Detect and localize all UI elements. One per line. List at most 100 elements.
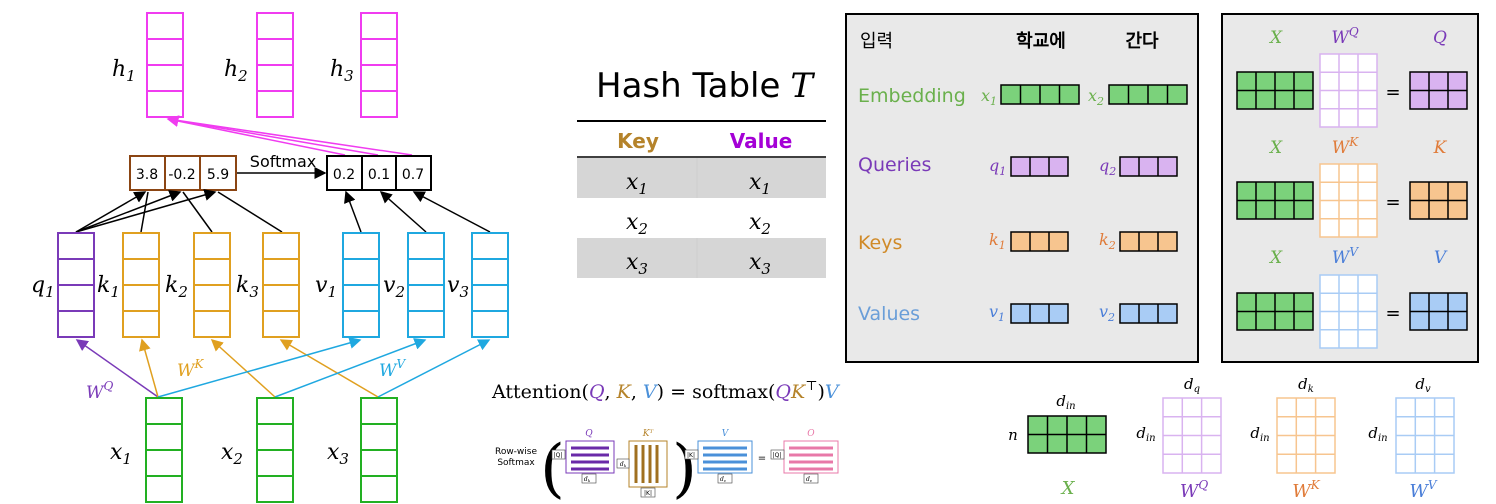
dim-wq-matrix [1162, 397, 1222, 474]
emb-x1-vector [1000, 84, 1080, 105]
left-paren: ( [540, 432, 565, 504]
prob-2: 0.1 [368, 167, 390, 183]
dim-wk-label: WK [1292, 478, 1321, 502]
input-label: 입력 [860, 31, 893, 52]
row3-w-label: WV [1332, 245, 1359, 268]
wq-label: WQ [86, 379, 113, 403]
q2-small-vector [1119, 156, 1178, 177]
row3-out-matrix [1409, 292, 1468, 331]
k2-label: k2 [165, 273, 188, 301]
row2-x-label: X [1268, 138, 1283, 158]
x3-label: x3 [327, 440, 349, 468]
right-paren: ) [672, 432, 697, 504]
example-panel: 입력 학교에 간다 Embedding Queries Keys Values … [845, 13, 1199, 363]
row2-out-matrix [1409, 181, 1468, 220]
k2-vector [193, 232, 231, 338]
k3-vector [262, 232, 300, 338]
prob-3: 0.7 [402, 167, 424, 183]
v2-label: v2 [383, 273, 405, 301]
svg-text:|Q|: |Q| [554, 452, 563, 459]
svg-text:V: V [722, 429, 730, 439]
row3-x-label: X [1268, 248, 1283, 268]
row1-w-label: WQ [1331, 25, 1358, 48]
k1-small-label: k1 [989, 230, 1006, 252]
hash-key-3: x3 [626, 250, 648, 278]
row1-w-matrix [1319, 53, 1378, 128]
left-attention-network: h1 h2 h3 3.8 -0.2 5.9 Softmax 0.2 0.1 0.… [31, 12, 509, 503]
word-1: 학교에 [1016, 30, 1066, 52]
q1-small-label: q1 [989, 156, 1006, 178]
h1-label: h1 [112, 57, 136, 85]
emb-x1-label: x1 [981, 86, 997, 108]
mini-kt-matrix: Kᵀ dk |K| [616, 429, 668, 498]
k1-label: k1 [97, 273, 120, 301]
x3-vector [360, 397, 398, 503]
svg-text:|K|: |K| [644, 490, 652, 497]
projection-panel: X WQ Q = X WK K [1221, 13, 1479, 363]
wv-dv-label: dv [1415, 375, 1431, 395]
score-2: -0.2 [168, 167, 195, 183]
svg-text:|K|: |K| [687, 452, 695, 459]
v2-small-label: v2 [1099, 302, 1115, 324]
svg-text:dv: dv [720, 476, 727, 483]
rowwise-label: Row-wise [495, 447, 538, 457]
hash-key-1: x1 [626, 170, 648, 198]
mini-v-matrix: V |K| dv [684, 429, 753, 484]
h2-label: h2 [224, 57, 248, 85]
x2-vector [256, 397, 294, 503]
queries-label: Queries [858, 154, 931, 176]
x2-label: x2 [221, 440, 243, 468]
dim-wv-matrix [1395, 397, 1455, 474]
x1-vector [145, 397, 183, 503]
row2-out-label: K [1433, 138, 1448, 158]
probs-box: 0.2 0.1 0.7 [326, 155, 432, 191]
row3-out-label: V [1434, 248, 1448, 268]
wv-din-label: din [1368, 424, 1387, 444]
softmax-label: Softmax [250, 152, 316, 171]
word-2: 간다 [1125, 31, 1159, 52]
x-din-label: din [1056, 392, 1075, 412]
h-vector-1 [146, 12, 184, 118]
emb-x2-vector [1108, 84, 1188, 105]
v2-small-vector [1119, 303, 1178, 324]
hash-value-3: x3 [749, 250, 771, 278]
wv-label: WV [379, 357, 406, 381]
svg-text:Q: Q [585, 429, 593, 439]
row3-x-matrix [1236, 292, 1314, 331]
emb-x2-label: x2 [1088, 86, 1104, 108]
hash-key-2: x2 [626, 210, 648, 238]
dim-wq-label: WQ [1180, 478, 1209, 502]
row1-x-matrix [1236, 71, 1314, 110]
v1-small-vector [1010, 303, 1069, 324]
row1-equals: = [1385, 82, 1400, 103]
v1-vector [342, 232, 380, 338]
hash-value-2: x2 [749, 210, 771, 238]
v1-small-label: v1 [989, 302, 1005, 324]
dim-x-label: X [1060, 478, 1076, 499]
hash-value-1: x1 [749, 170, 771, 198]
keys-label: Keys [858, 232, 902, 254]
v3-label: v3 [447, 273, 469, 301]
mini-q-matrix: Q |Q| dk [551, 429, 615, 484]
wq-dq-label: dq [1184, 375, 1200, 395]
wq-din-label: din [1136, 424, 1155, 444]
svg-text:O: O [807, 429, 815, 439]
row3-equals: = [1385, 303, 1400, 324]
k1-small-vector [1010, 231, 1069, 252]
k3-label: k3 [236, 273, 259, 301]
q1-small-vector [1010, 156, 1069, 177]
score-3: 5.9 [207, 167, 229, 183]
row1-x-label: X [1268, 28, 1283, 48]
row3-w-matrix [1319, 274, 1378, 349]
score-1: 3.8 [136, 167, 158, 183]
row2-x-matrix [1236, 181, 1314, 220]
attention-formula: Attention(Q, K, V) = softmax(QK⊤)V Row-w… [491, 379, 841, 504]
wk-dk-label: dk [1298, 375, 1314, 395]
rowwise-softmax-label: Softmax [497, 458, 535, 468]
k1-vector [122, 232, 160, 338]
mini-equals: = [758, 453, 766, 464]
key-header: Key [617, 129, 659, 153]
scores-box: 3.8 -0.2 5.9 [129, 155, 237, 191]
